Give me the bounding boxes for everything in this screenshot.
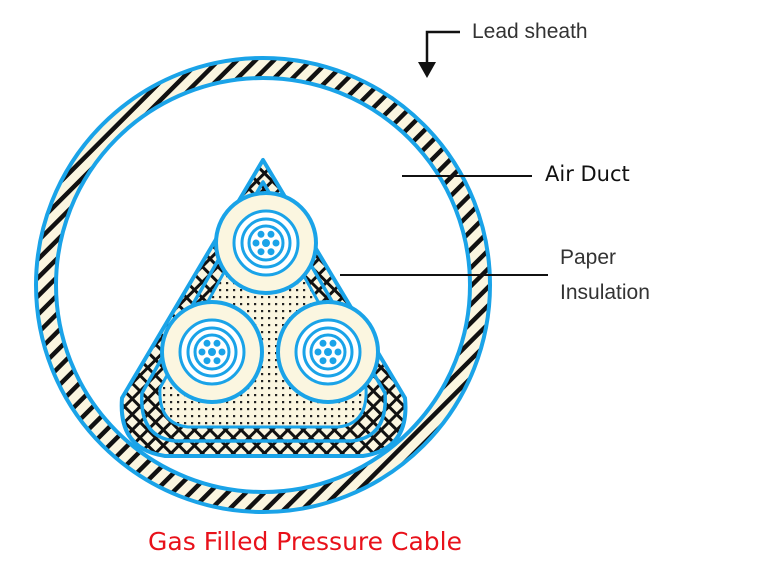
- conductor-core-bottom-left: [160, 300, 264, 404]
- paper-insulation-label-line1: Paper: [560, 246, 616, 269]
- paper-insulation-label-line2: Insulation: [560, 281, 650, 304]
- conductor-core-top: [214, 191, 318, 295]
- lead-sheath-label: Lead sheath: [472, 20, 588, 43]
- conductor-core-bottom-right: [276, 300, 380, 404]
- lead-sheath-leader: [418, 30, 460, 78]
- diagram-caption: Gas Filled Pressure Cable: [148, 527, 462, 556]
- air-duct-label: Air Duct: [545, 162, 630, 186]
- arrow-down-icon: [418, 62, 436, 78]
